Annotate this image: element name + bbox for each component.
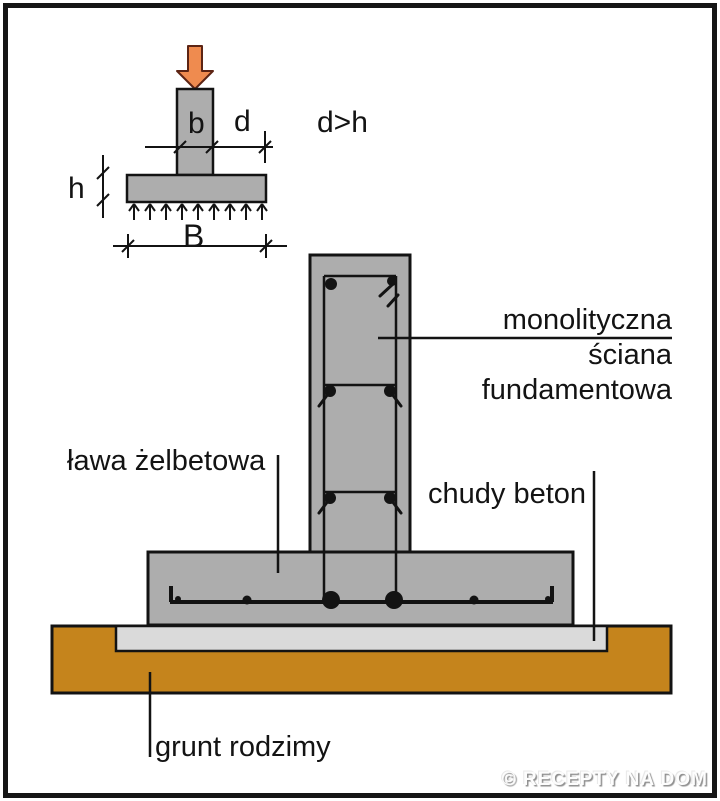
wall-label-line3: fundamentowa bbox=[481, 374, 672, 406]
dimension-line-b-d bbox=[145, 131, 273, 163]
strip-footing-shape bbox=[146, 550, 575, 627]
schematic-footing-shape bbox=[125, 173, 268, 204]
load-arrow-icon bbox=[176, 45, 214, 90]
wall-reinforcement bbox=[317, 274, 403, 601]
soil-pressure-arrows-icon bbox=[128, 203, 268, 220]
dim-label-b: b bbox=[188, 107, 205, 140]
wall-label-line1: monolityczna bbox=[502, 304, 672, 336]
lean-concrete-label: chudy beton bbox=[428, 478, 587, 510]
dim-label-d: d bbox=[234, 105, 251, 138]
dim-label-B: B bbox=[183, 218, 205, 254]
footing-reinforcement bbox=[169, 586, 554, 609]
wall-label: monolityczna ściana fundamentowa bbox=[482, 303, 672, 408]
footing-label: ława żelbetowa bbox=[67, 445, 266, 477]
load-schematic bbox=[96, 45, 287, 258]
condition-label: d>h bbox=[317, 106, 368, 139]
dimension-line-h bbox=[96, 155, 110, 218]
dim-label-h: h bbox=[68, 172, 85, 205]
dimension-line-B bbox=[113, 234, 287, 258]
lean-concrete-shape bbox=[114, 624, 609, 653]
soil-label: grunt rodzimy bbox=[155, 731, 331, 763]
watermark: © RECEPTY NA DOM bbox=[501, 769, 708, 790]
wall-label-line2: ściana bbox=[588, 339, 672, 371]
schematic-column-shape bbox=[175, 87, 215, 177]
foundation-cross-section bbox=[50, 253, 673, 757]
